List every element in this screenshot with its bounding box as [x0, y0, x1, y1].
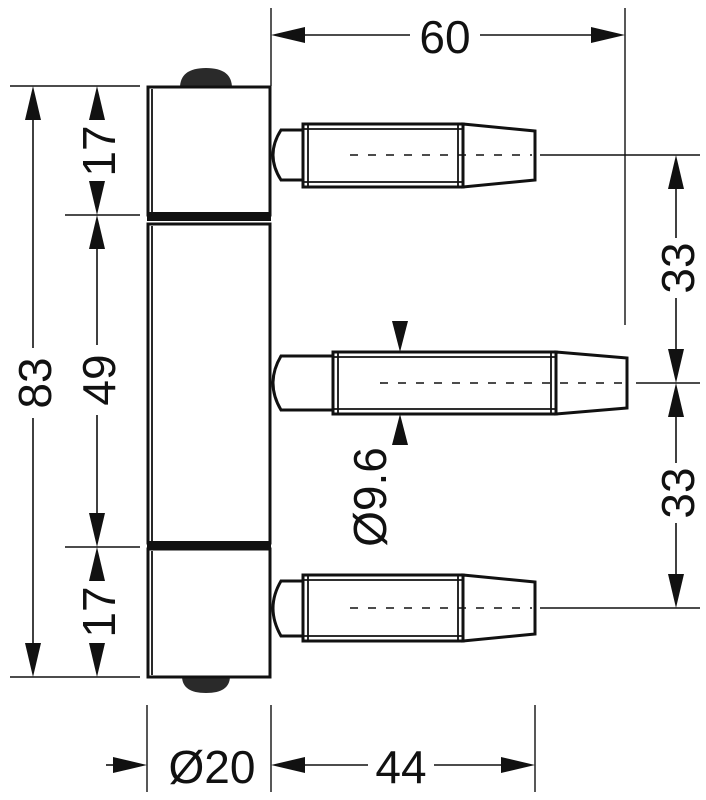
- top-joint-band: [147, 212, 271, 221]
- hinge-body: [146, 68, 272, 693]
- arrow-up-icon: [668, 155, 684, 189]
- top-cap: [180, 68, 232, 88]
- arrow-down-icon: [668, 574, 684, 608]
- dimension-label: 44: [375, 741, 426, 793]
- top-pin: [271, 122, 537, 189]
- dimension-pin-length: 44: [271, 741, 535, 793]
- arrow-down-icon: [668, 349, 684, 383]
- dimension-label: 17: [73, 125, 125, 176]
- bottom-joint-band: [147, 541, 271, 550]
- dimension-pin-diameter: Ø9.6: [344, 321, 408, 547]
- bottom-knuckle: [146, 547, 272, 679]
- arrow-right-icon: [501, 757, 535, 773]
- arrow-up-icon: [89, 547, 105, 581]
- arrow-down-icon: [89, 643, 105, 677]
- bottom-pin: [271, 573, 537, 643]
- dimension-middle-leaf: 49: [73, 215, 125, 547]
- middle-leaf: [146, 222, 272, 545]
- bottom-pin-shank: [271, 579, 304, 638]
- arrow-up-icon: [89, 86, 105, 120]
- arrow-down-icon: [89, 513, 105, 547]
- dimension-overall-height: 83: [9, 86, 61, 677]
- top-pin-shank: [271, 128, 304, 182]
- extension-lines: [10, 8, 700, 792]
- middle-pin-taper: [554, 350, 629, 416]
- dimension-pin-spacing-lower: 33: [652, 383, 704, 608]
- dimension-label: 83: [9, 357, 61, 408]
- top-knuckle: [146, 85, 272, 217]
- dimension-label: 17: [73, 586, 125, 637]
- arrow-left-icon: [271, 757, 305, 773]
- dimension-body-diameter: Ø20: [106, 741, 255, 793]
- arrow-up-icon: [89, 215, 105, 249]
- top-pin-thread: [301, 122, 465, 189]
- arrow-down-icon: [89, 181, 105, 215]
- arrow-left-icon: [271, 27, 305, 43]
- arrow-up-icon: [392, 414, 408, 445]
- dimension-label: 33: [652, 467, 704, 518]
- arrow-up-icon: [668, 383, 684, 417]
- dimension-bottom-knuckle: 17: [73, 547, 125, 677]
- arrow-up-icon: [25, 86, 41, 120]
- dimension-label: 49: [73, 354, 125, 405]
- arrow-down-icon: [392, 321, 408, 352]
- arrow-right-icon: [113, 757, 147, 773]
- dimension-overall-width: 60: [271, 11, 625, 63]
- dimension-pin-spacing-upper: 33: [652, 155, 704, 383]
- middle-pin-shank: [271, 354, 334, 412]
- bottom-pin-thread: [301, 573, 465, 643]
- dimension-label: 60: [419, 11, 470, 63]
- middle-pin-thread: [331, 350, 558, 416]
- dimension-label: Ø9.6: [344, 447, 396, 547]
- dimension-top-knuckle: 17: [73, 86, 125, 215]
- bottom-cap: [182, 676, 230, 693]
- arrow-right-icon: [591, 27, 625, 43]
- dimension-label: Ø20: [169, 741, 256, 793]
- arrow-down-icon: [25, 643, 41, 677]
- middle-pin: [271, 350, 629, 416]
- dimension-label: 33: [652, 242, 704, 293]
